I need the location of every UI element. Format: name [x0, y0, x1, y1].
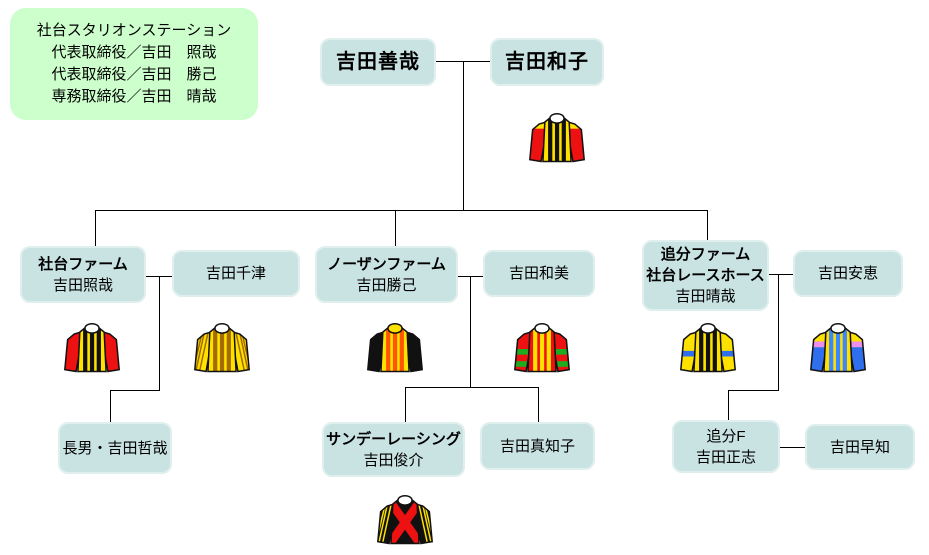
- connector-line: [470, 276, 471, 387]
- node-yoshida-zenya: 吉田善哉: [320, 38, 436, 86]
- node-label: 長男・吉田哲哉: [62, 439, 168, 457]
- connector-line: [538, 387, 539, 422]
- node-label: 吉田和美: [508, 265, 569, 282]
- info-director-3: 専務取締役／吉田 晴哉: [51, 88, 217, 105]
- node-label: 吉田善哉: [336, 50, 420, 73]
- node-oiwake-farm: 追分ファーム 社台レースホース 吉田晴哉: [642, 240, 769, 311]
- stallion-station-info-box: 社台スタリオンステーション 代表取締役／吉田 照哉 代表取締役／吉田 勝己 専務…: [10, 8, 258, 120]
- racing-silks-icon-yasue: [808, 320, 868, 378]
- connector-line: [405, 387, 406, 422]
- node-label: 吉田真知子: [499, 437, 575, 455]
- node-label: 吉田安恵: [817, 265, 878, 282]
- farm-name: 追分ファーム: [660, 246, 751, 263]
- farm-name: 社台ファーム: [38, 255, 128, 273]
- connector-line: [110, 390, 160, 391]
- connector-line: [95, 210, 96, 246]
- connector-line: [110, 390, 111, 422]
- node-label: 吉田和子: [505, 50, 589, 73]
- racing-silks-icon-kazumi: [512, 320, 572, 378]
- connector-line: [780, 447, 805, 448]
- node-sunday-racing: サンデーレーシング 吉田俊介: [322, 422, 465, 477]
- farm-name-2: 社台レースホース: [646, 267, 765, 284]
- farm-name: 追分F: [706, 427, 746, 445]
- connector-line: [778, 274, 779, 390]
- node-oiwake-f: 追分F 吉田正志: [672, 420, 780, 473]
- racing-silks-icon-teruya: [62, 320, 122, 378]
- node-northern-farm: ノーザンファーム 吉田勝己: [315, 246, 458, 303]
- racing-silks-icon-haruya: [678, 320, 738, 378]
- racing-silks-icon-shunsuke: [375, 492, 435, 550]
- node-yoshida-chizu: 吉田千津: [172, 250, 300, 297]
- node-label: 吉田晴哉: [675, 288, 736, 305]
- node-label: 吉田千津: [205, 265, 266, 282]
- node-yoshida-yasue: 吉田安恵: [793, 250, 903, 297]
- connector-line: [728, 390, 729, 420]
- racing-silks-icon-kazuko: [527, 110, 587, 168]
- connector-line: [405, 387, 539, 388]
- node-shadai-farm: 社台ファーム 吉田照哉: [20, 246, 146, 303]
- info-director-1: 代表取締役／吉田 照哉: [51, 44, 217, 61]
- node-label: 吉田勝己: [356, 276, 417, 294]
- node-yoshida-tetsuya: 長男・吉田哲哉: [58, 422, 172, 474]
- farm-name: サンデーレーシング: [326, 430, 461, 448]
- farm-name: ノーザンファーム: [327, 255, 446, 273]
- node-label: 吉田早知: [829, 438, 890, 456]
- connector-line: [95, 210, 708, 211]
- node-yoshida-machiko: 吉田真知子: [480, 422, 595, 470]
- connector-line: [463, 61, 464, 210]
- node-label: 吉田俊介: [363, 451, 424, 469]
- info-director-2: 代表取締役／吉田 勝己: [51, 66, 217, 83]
- connector-line: [707, 210, 708, 240]
- info-title: 社台スタリオンステーション: [36, 22, 232, 39]
- racing-silks-icon-chizu: [192, 320, 252, 378]
- node-label: 吉田照哉: [52, 276, 113, 294]
- node-label: 吉田正志: [695, 448, 756, 466]
- connector-line: [728, 390, 779, 391]
- node-yoshida-kazumi: 吉田和美: [483, 250, 595, 297]
- connector-line: [159, 276, 160, 390]
- connector-line: [769, 274, 793, 275]
- node-yoshida-sachi: 吉田早知: [805, 424, 915, 470]
- connector-line: [395, 210, 396, 246]
- racing-silks-icon-katsumi: [365, 320, 425, 378]
- node-yoshida-kazuko: 吉田和子: [490, 38, 604, 86]
